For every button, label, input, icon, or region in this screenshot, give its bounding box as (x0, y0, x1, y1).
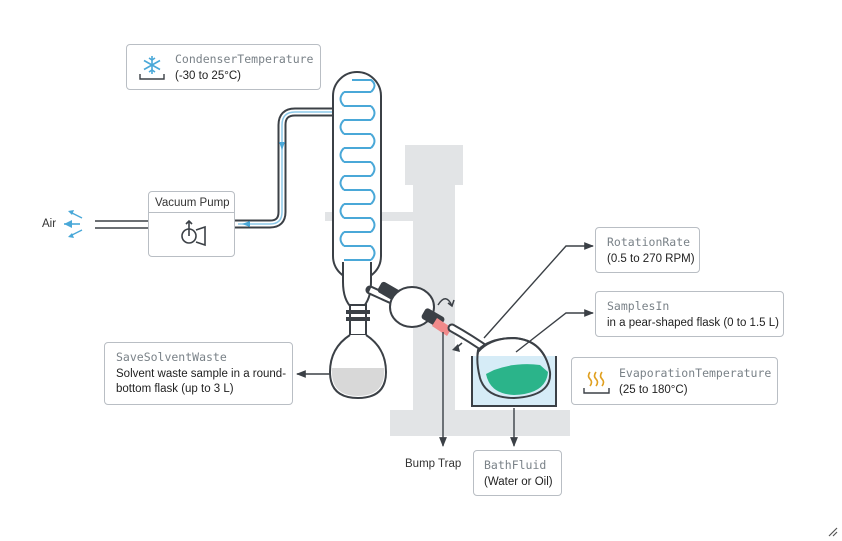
save-solvent-waste-box: SaveSolventWaste Solvent waste sample in… (104, 342, 293, 405)
heating-bath (471, 336, 557, 407)
samples-in-title: SamplesIn (607, 299, 670, 313)
waste-flask (328, 304, 388, 400)
bath-fluid-box: BathFluid (Water or Oil) (473, 450, 562, 496)
bump-trap (432, 318, 452, 336)
bump-trap-label: Bump Trap (405, 458, 462, 470)
heat-icon (583, 371, 610, 394)
rotation-rate-box: RotationRate (0.5 to 270 RPM) (595, 227, 700, 273)
flow-arrow-left (242, 221, 250, 227)
resize-handle-icon[interactable] (826, 525, 838, 537)
air-outlet (64, 210, 148, 238)
rotation-rate-range: (0.5 to 270 RPM) (607, 253, 695, 265)
samples-in-detail: in a pear-shaped flask (0 to 1.5 L) (607, 317, 779, 329)
evaporation-temperature-box: EvaporationTemperature (25 to 180°C) (571, 357, 778, 405)
condenser-temperature-box: CondenserTemperature (-30 to 25°C) (126, 44, 321, 90)
rotation-arrow-icon (437, 298, 453, 307)
evaporation-temperature-range: (25 to 180°C) (619, 384, 688, 396)
bath-fluid-title: BathFluid (484, 458, 547, 472)
save-solvent-waste-title: SaveSolventWaste (116, 350, 227, 364)
vacuum-pump-icon (181, 219, 206, 247)
vacuum-pump-title: Vacuum Pump (155, 197, 230, 209)
snowflake-icon (139, 56, 165, 80)
condenser-temperature-range: (-30 to 25°C) (175, 70, 241, 82)
flow-arrow-down (279, 142, 285, 150)
save-solvent-waste-detail-line-2: bottom flask (up to 3 L) (116, 383, 234, 395)
evaporation-temperature-title: EvaporationTemperature (619, 366, 772, 380)
connector-lines (296, 242, 594, 447)
rotation-rate-title: RotationRate (607, 235, 691, 249)
save-solvent-waste-detail-line-1: Solvent waste sample in a round- (116, 368, 287, 380)
vacuum-pump-box: Vacuum Pump (148, 191, 235, 257)
bath-fluid-detail: (Water or Oil) (484, 476, 553, 488)
vacuum-line (230, 107, 338, 229)
air-label: Air (42, 218, 57, 230)
samples-in-box: SamplesIn in a pear-shaped flask (0 to 1… (595, 291, 784, 337)
condenser-temperature-title: CondenserTemperature (175, 52, 314, 66)
condenser (332, 71, 382, 309)
